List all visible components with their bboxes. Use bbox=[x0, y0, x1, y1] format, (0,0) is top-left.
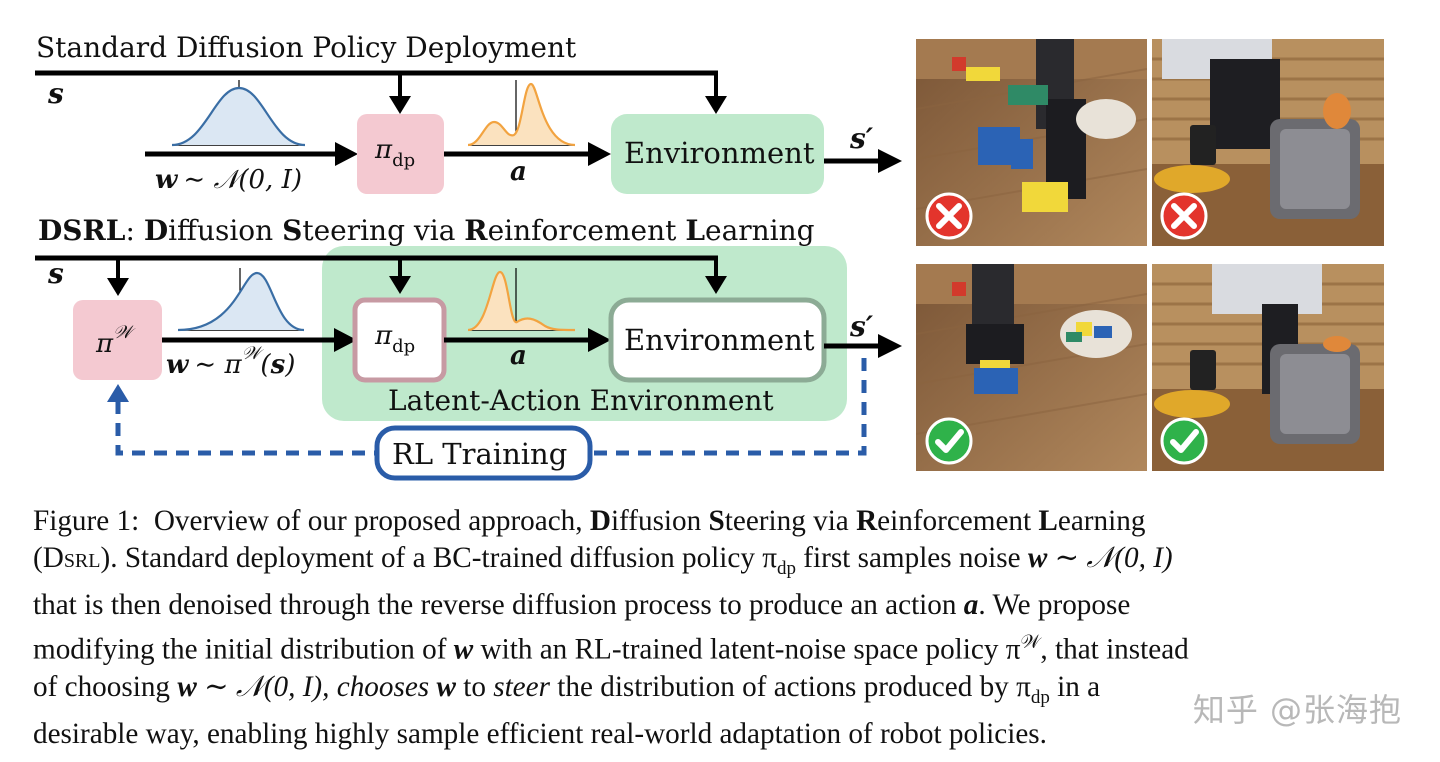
caption-line-1: Figure 1: Overview of our proposed appro… bbox=[33, 503, 1385, 540]
action-distribution-plot bbox=[467, 80, 576, 147]
caption-text: to bbox=[455, 671, 494, 704]
caption-subscript: dp bbox=[776, 558, 796, 580]
caption-text: , that instead bbox=[1040, 634, 1189, 667]
title-part: S bbox=[282, 214, 302, 247]
dsrl-smallcaps: Dsrl bbox=[42, 542, 101, 575]
caption-text: ). Standard deployment of a BC-trained d… bbox=[100, 542, 777, 575]
title-part: L bbox=[685, 214, 705, 247]
caption-math: ∼ 𝒩(0, I) bbox=[1047, 542, 1173, 575]
success-check-icon bbox=[925, 417, 973, 465]
bottom-environment-label: Environment bbox=[624, 323, 815, 357]
caption-text: the distribution of actions produced by … bbox=[549, 671, 1031, 704]
caption-text: of choosing bbox=[33, 671, 178, 704]
success-check-icon bbox=[1160, 417, 1208, 465]
top-next-state-label: s′ bbox=[849, 122, 874, 155]
rl-training-label: RL Training bbox=[392, 437, 567, 471]
fail-x-icon bbox=[1160, 192, 1208, 240]
caption-text: . We propose bbox=[978, 589, 1131, 622]
figure-label: Figure 1: bbox=[33, 505, 140, 537]
photo-blocks-fail bbox=[916, 39, 1147, 246]
caption-math: ∼ 𝒩(0, I), chooses bbox=[196, 671, 437, 704]
rl-training-box bbox=[374, 425, 593, 481]
photo-toaster-success bbox=[1152, 264, 1384, 471]
caption-math: w bbox=[436, 671, 456, 704]
caption-text: in a bbox=[1049, 671, 1101, 704]
steered-noise-plot bbox=[177, 268, 305, 332]
top-state-label: s bbox=[47, 77, 64, 110]
caption-text: that is then denoised through the revers… bbox=[33, 589, 964, 622]
caption-text: modifying the initial distribution of bbox=[33, 634, 454, 667]
dsrl-diagram: Standard Diffusion Policy Deployment s w… bbox=[35, 31, 902, 481]
caption-text: ( bbox=[33, 542, 43, 575]
top-environment-label: Environment bbox=[624, 136, 815, 170]
caption-italic: steer bbox=[493, 671, 550, 704]
top-panel-title: Standard Diffusion Policy Deployment bbox=[36, 31, 577, 64]
caption-math: w bbox=[1027, 542, 1048, 575]
title-part: R bbox=[464, 214, 488, 247]
caption-text: teering via bbox=[724, 505, 857, 537]
caption-line-6: desirable way, enabling highly sample ef… bbox=[33, 716, 1385, 753]
top-action-label: a bbox=[510, 157, 527, 187]
caption-text: earning bbox=[1057, 505, 1146, 537]
caption-math: w bbox=[177, 671, 197, 704]
top-noise-label: w∼ 𝒩(0, I) bbox=[155, 165, 302, 195]
title-part: iffusion bbox=[168, 214, 282, 247]
caption-subscript: dp bbox=[1030, 687, 1050, 709]
latent-action-environment-label: Latent-Action Environment bbox=[388, 384, 774, 417]
title-part: einforcement bbox=[488, 214, 686, 247]
caption-text: with an RL-trained latent-noise space po… bbox=[473, 634, 1021, 667]
photo-toaster-fail bbox=[1152, 39, 1384, 246]
bottom-panel-title: DSRL: Diffusion Steering via Reinforceme… bbox=[38, 214, 815, 247]
bottom-policy-label: πdp bbox=[374, 321, 415, 357]
bottom-action-label: a bbox=[510, 341, 527, 371]
caption-text: einforcement bbox=[877, 505, 1039, 537]
photo-blocks-success bbox=[916, 264, 1147, 471]
caption-math: a bbox=[963, 589, 979, 622]
caption-bold: L bbox=[1038, 505, 1058, 537]
bottom-environment-box bbox=[608, 297, 827, 383]
bottom-state-label: s bbox=[47, 257, 64, 290]
caption-math: w bbox=[453, 634, 474, 667]
watermark: 知乎 @张海抱 bbox=[1192, 691, 1402, 729]
caption-bold: R bbox=[856, 505, 878, 537]
caption-line-5: of choosing w ∼ 𝒩(0, I), chooses w to st… bbox=[33, 669, 1385, 716]
steered-action-plot bbox=[467, 268, 576, 332]
title-part: DSRL bbox=[38, 214, 126, 247]
caption-bold: D bbox=[589, 505, 611, 537]
title-part: teering via bbox=[302, 214, 464, 247]
title-part: : bbox=[125, 214, 143, 247]
caption-text: first samples noise bbox=[795, 542, 1028, 575]
caption-line-2: (Dsrl). Standard deployment of a BC-trai… bbox=[33, 540, 1385, 587]
top-environment-box bbox=[611, 114, 824, 194]
title-part: D bbox=[144, 214, 168, 247]
bottom-noise-label: w∼ π𝒲(s) bbox=[166, 343, 295, 380]
caption-text: Overview of our proposed approach, bbox=[153, 505, 590, 537]
latent-policy-box bbox=[73, 300, 162, 380]
caption-text: iffusion bbox=[610, 505, 709, 537]
caption-line-3: that is then denoised through the revers… bbox=[33, 587, 1385, 624]
fail-x-icon bbox=[925, 192, 973, 240]
top-policy-box bbox=[357, 114, 444, 194]
title-part: earning bbox=[705, 214, 815, 247]
caption-bold: S bbox=[708, 505, 725, 537]
bottom-next-state-label: s′ bbox=[849, 310, 874, 343]
figure-caption: Figure 1: Overview of our proposed appro… bbox=[33, 503, 1385, 754]
caption-line-4: modifying the initial distribution of w … bbox=[33, 624, 1385, 669]
caption-text: desirable way, enabling highly sample ef… bbox=[33, 718, 1047, 751]
caption-superscript: 𝒲 bbox=[1020, 632, 1041, 654]
gaussian-noise-plot bbox=[171, 80, 306, 147]
